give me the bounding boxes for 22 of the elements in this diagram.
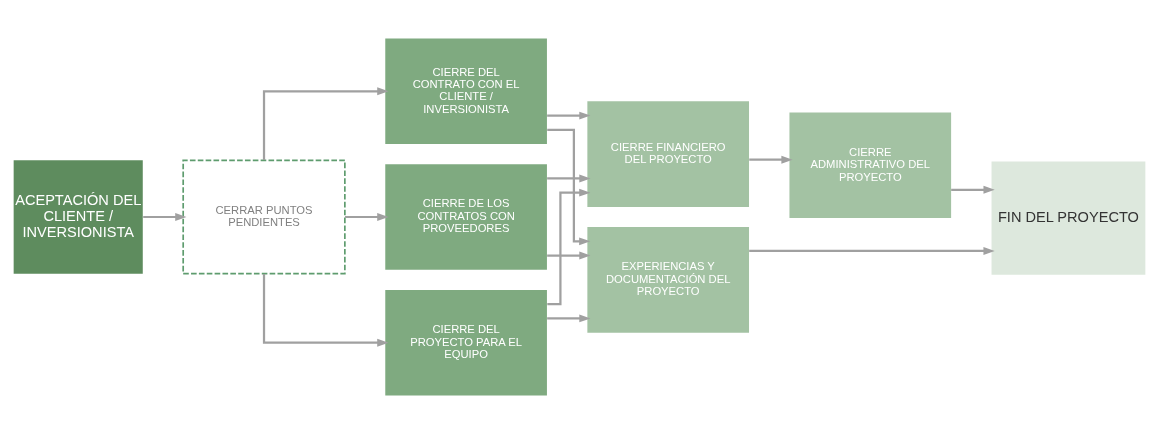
node-box: EXPERIENCIAS Y DOCUMENTACIÓN DEL PROYECTO <box>587 227 750 333</box>
node-box: CIERRE FINANCIERO DEL PROYECTO <box>587 101 750 207</box>
arrow <box>749 155 793 164</box>
arrow <box>143 213 187 221</box>
node-box: CIERRE DEL PROYECTO PARA EL EQUIPO <box>385 290 547 396</box>
arrow <box>547 314 591 323</box>
arrow <box>547 188 591 306</box>
node-box: CIERRE DEL CONTRATO CON EL CLIENTE / INVERSIONISTA <box>385 38 547 144</box>
node-box: CERRAR PUNTOS PENDIENTES <box>182 159 346 275</box>
node-box: CIERRE DE LOS CONTRATOS CON PROVEEDORES <box>385 164 547 270</box>
node-box: FIN DEL PROYECTO <box>991 161 1146 275</box>
arrow <box>262 274 389 347</box>
arrow <box>547 251 591 260</box>
arrow <box>547 174 591 183</box>
node-box: ACEPTACIÓN DEL CLIENTE / INVERSIONISTA <box>13 160 143 274</box>
arrow <box>749 247 995 255</box>
arrow <box>262 87 389 160</box>
arrow <box>547 111 591 120</box>
arrow <box>951 185 995 194</box>
node-box: CIERRE ADMINISTRATIVO DEL PROYECTO <box>789 112 952 219</box>
arrow <box>345 213 389 221</box>
arrow <box>547 128 591 246</box>
